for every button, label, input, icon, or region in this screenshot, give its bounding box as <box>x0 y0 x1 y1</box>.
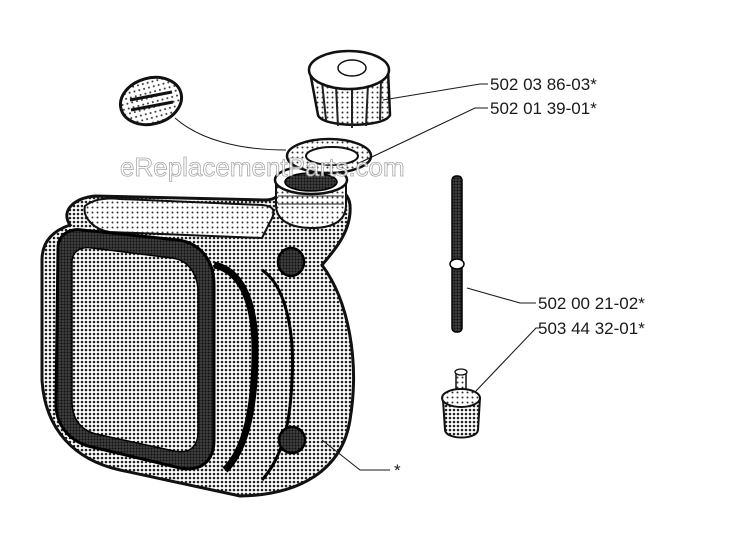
cap-retainer-tag-drawing <box>118 75 287 151</box>
fuel-filter-drawing <box>441 368 482 439</box>
cap-gasket-drawing <box>285 137 373 175</box>
label-fuel-hose: 502 00 21-02* <box>538 294 645 313</box>
label-cap-gasket: 502 01 39-01* <box>490 99 597 118</box>
leader-lines <box>321 83 540 471</box>
fuel-hose-drawing <box>449 175 465 333</box>
label-fuel-filter: 503 44 32-01* <box>538 319 645 338</box>
label-fuel-tank: * <box>394 461 401 480</box>
fuel-tank-drawing <box>40 164 356 498</box>
watermark-text: eReplacementParts.com <box>120 152 405 182</box>
label-fuel-cap: 502 03 86-03* <box>490 75 597 94</box>
fuel-cap-drawing <box>307 49 392 128</box>
